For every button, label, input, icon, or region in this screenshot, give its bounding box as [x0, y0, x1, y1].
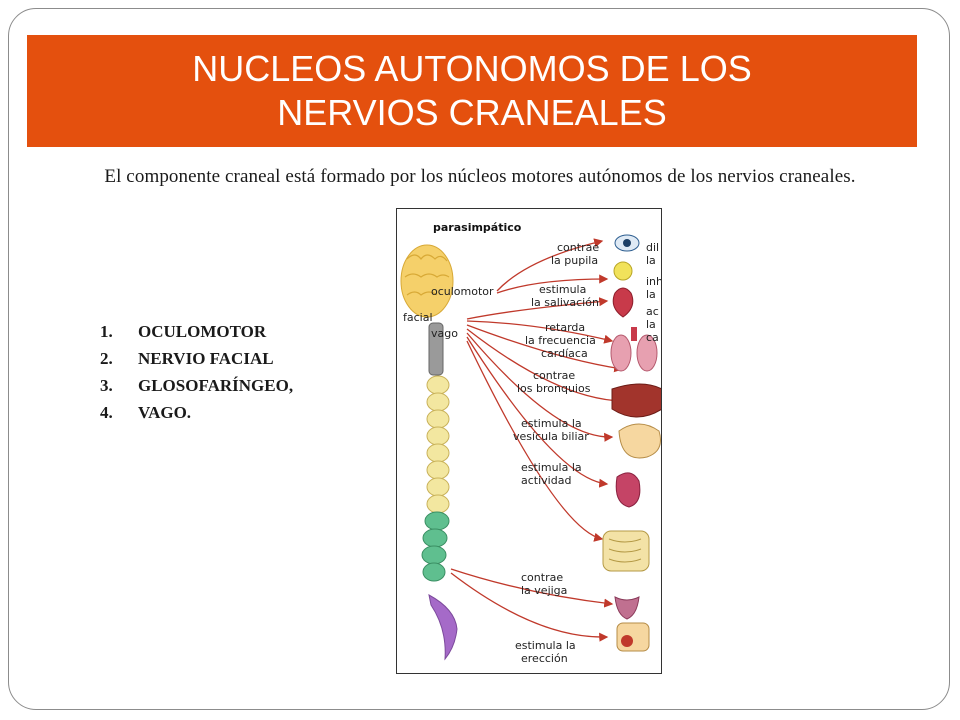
svg-text:contrae: contrae: [533, 369, 575, 382]
slide-subtitle: El componente craneal está formado por l…: [104, 166, 856, 187]
organ-illustrations: [602, 234, 661, 652]
svg-text:estimula la: estimula la: [515, 639, 576, 652]
effect-labels: contrae la pupila estimula la salivación…: [513, 241, 599, 665]
nerve-label-vago: vago: [431, 327, 458, 340]
cut-off-text: dil la inh la ac la ca: [646, 241, 662, 344]
svg-text:contrae: contrae: [521, 571, 563, 584]
svg-text:la pupila: la pupila: [551, 254, 598, 267]
svg-text:estimula la: estimula la: [521, 461, 582, 474]
diagram-heading: parasimpático: [433, 221, 522, 234]
svg-text:la: la: [646, 288, 656, 301]
list-item: 3.GLOSOFARÍNGEO,: [100, 376, 294, 395]
list-item: 4.VAGO.: [100, 403, 192, 422]
svg-text:la frecuencia: la frecuencia: [525, 334, 596, 347]
svg-text:la salivación: la salivación: [531, 296, 599, 309]
svg-text:la vejiga: la vejiga: [521, 584, 567, 597]
svg-text:contrae: contrae: [557, 241, 599, 254]
svg-text:la: la: [646, 318, 656, 331]
nerve-list: 1.OCULOMOTOR 2.NERVIO FACIAL 3.GLOSOFARÍ…: [100, 318, 293, 426]
svg-text:estimula: estimula: [539, 283, 586, 296]
svg-text:los bronquios: los bronquios: [517, 382, 591, 395]
svg-text:ca: ca: [646, 331, 659, 344]
svg-text:cardíaca: cardíaca: [541, 347, 588, 360]
list-item: 1.OCULOMOTOR: [100, 322, 267, 341]
svg-text:retarda: retarda: [545, 321, 585, 334]
svg-text:inh: inh: [646, 275, 662, 288]
svg-text:actividad: actividad: [521, 474, 571, 487]
svg-text:vesícula biliar: vesícula biliar: [513, 430, 589, 443]
spinal-column: [421, 322, 458, 661]
parasympathetic-diagram: parasimpático oculomotor facial vago: [396, 208, 662, 674]
svg-text:ac: ac: [646, 305, 659, 318]
nerve-label-oculomotor: oculomotor: [431, 285, 494, 298]
slide-title: NUCLEOS AUTONOMOS DE LOS NERVIOS CRANEAL…: [27, 35, 917, 147]
svg-text:la: la: [646, 254, 656, 267]
svg-text:estimula la: estimula la: [521, 417, 582, 430]
svg-text:dil: dil: [646, 241, 659, 254]
svg-text:erección: erección: [521, 652, 568, 665]
diagram-svg: parasimpático oculomotor facial vago: [400, 221, 662, 665]
title-line-1: NUCLEOS AUTONOMOS DE LOS: [192, 48, 752, 89]
list-item: 2.NERVIO FACIAL: [100, 349, 274, 368]
title-line-2: NERVIOS CRANEALES: [277, 92, 667, 133]
brain-illustration: [400, 244, 454, 318]
nerve-arrows: [450, 238, 624, 642]
nerve-label-facial: facial: [403, 311, 433, 324]
